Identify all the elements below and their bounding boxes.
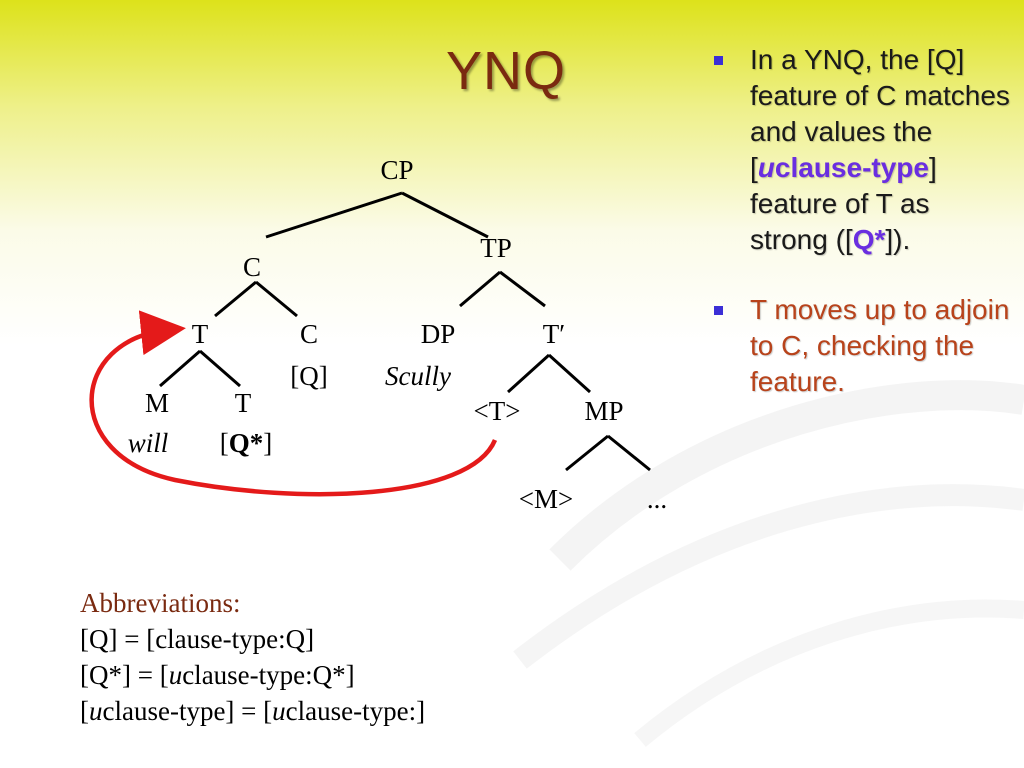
slide-title: YNQ [446,41,567,101]
dp-word: Scully [385,361,451,391]
branch-t-t [199,349,241,388]
movement-arrow [89,310,498,497]
m-word: will [127,428,169,458]
branch-mp-m [565,434,609,472]
bullet-list: In a YNQ, the [Q] feature of C matches a… [712,42,1012,400]
c-feature: [Q] [290,361,328,391]
branch-t-m [159,349,201,388]
node-tp: TP [480,233,512,263]
branch-c-c [255,280,298,318]
branch-mp-ellipsis [607,434,651,472]
abbreviation-line-3: [uclause-type] = [uclause-type:] [80,696,426,726]
node-dp: DP [420,319,456,349]
branch-tp-tbar [499,270,546,308]
branch-tbar-trace [506,353,551,394]
bullet-item-1: In a YNQ, the [Q] feature of C matches a… [712,42,1012,258]
node-t-trace: <T> [473,396,521,426]
t-feature: [Q*] [219,428,273,458]
node-c-head: C [299,319,319,349]
node-c-top: C [242,252,262,282]
node-mp: MP [584,396,624,426]
branch-cp-c [265,191,403,239]
node-ellipsis: ... [646,484,668,514]
bullet-item-2: T moves up to adjoin to C, checking the … [712,292,1012,400]
abbreviations-heading: Abbreviations: [80,588,241,618]
abbreviation-line-2: [Q*] = [uclause-type:Q*] [80,660,355,690]
branch-tp-dp [459,270,501,308]
node-m-trace: <M> [518,484,574,514]
branch-c-t [214,280,257,318]
bullet-square-icon [714,306,723,315]
node-t-low: T [234,388,252,418]
branch-tbar-mp [547,353,592,394]
bullet-square-icon [714,56,723,65]
node-t-bar: T′ [542,319,566,349]
abbreviations-block: Abbreviations: [Q] = [clause-type:Q] [Q*… [80,585,425,729]
node-t-head: T [191,319,209,349]
node-cp: CP [380,155,414,185]
abbreviation-line-1: [Q] = [clause-type:Q] [80,624,315,654]
branch-cp-tp [401,191,489,239]
node-m: M [144,388,170,418]
